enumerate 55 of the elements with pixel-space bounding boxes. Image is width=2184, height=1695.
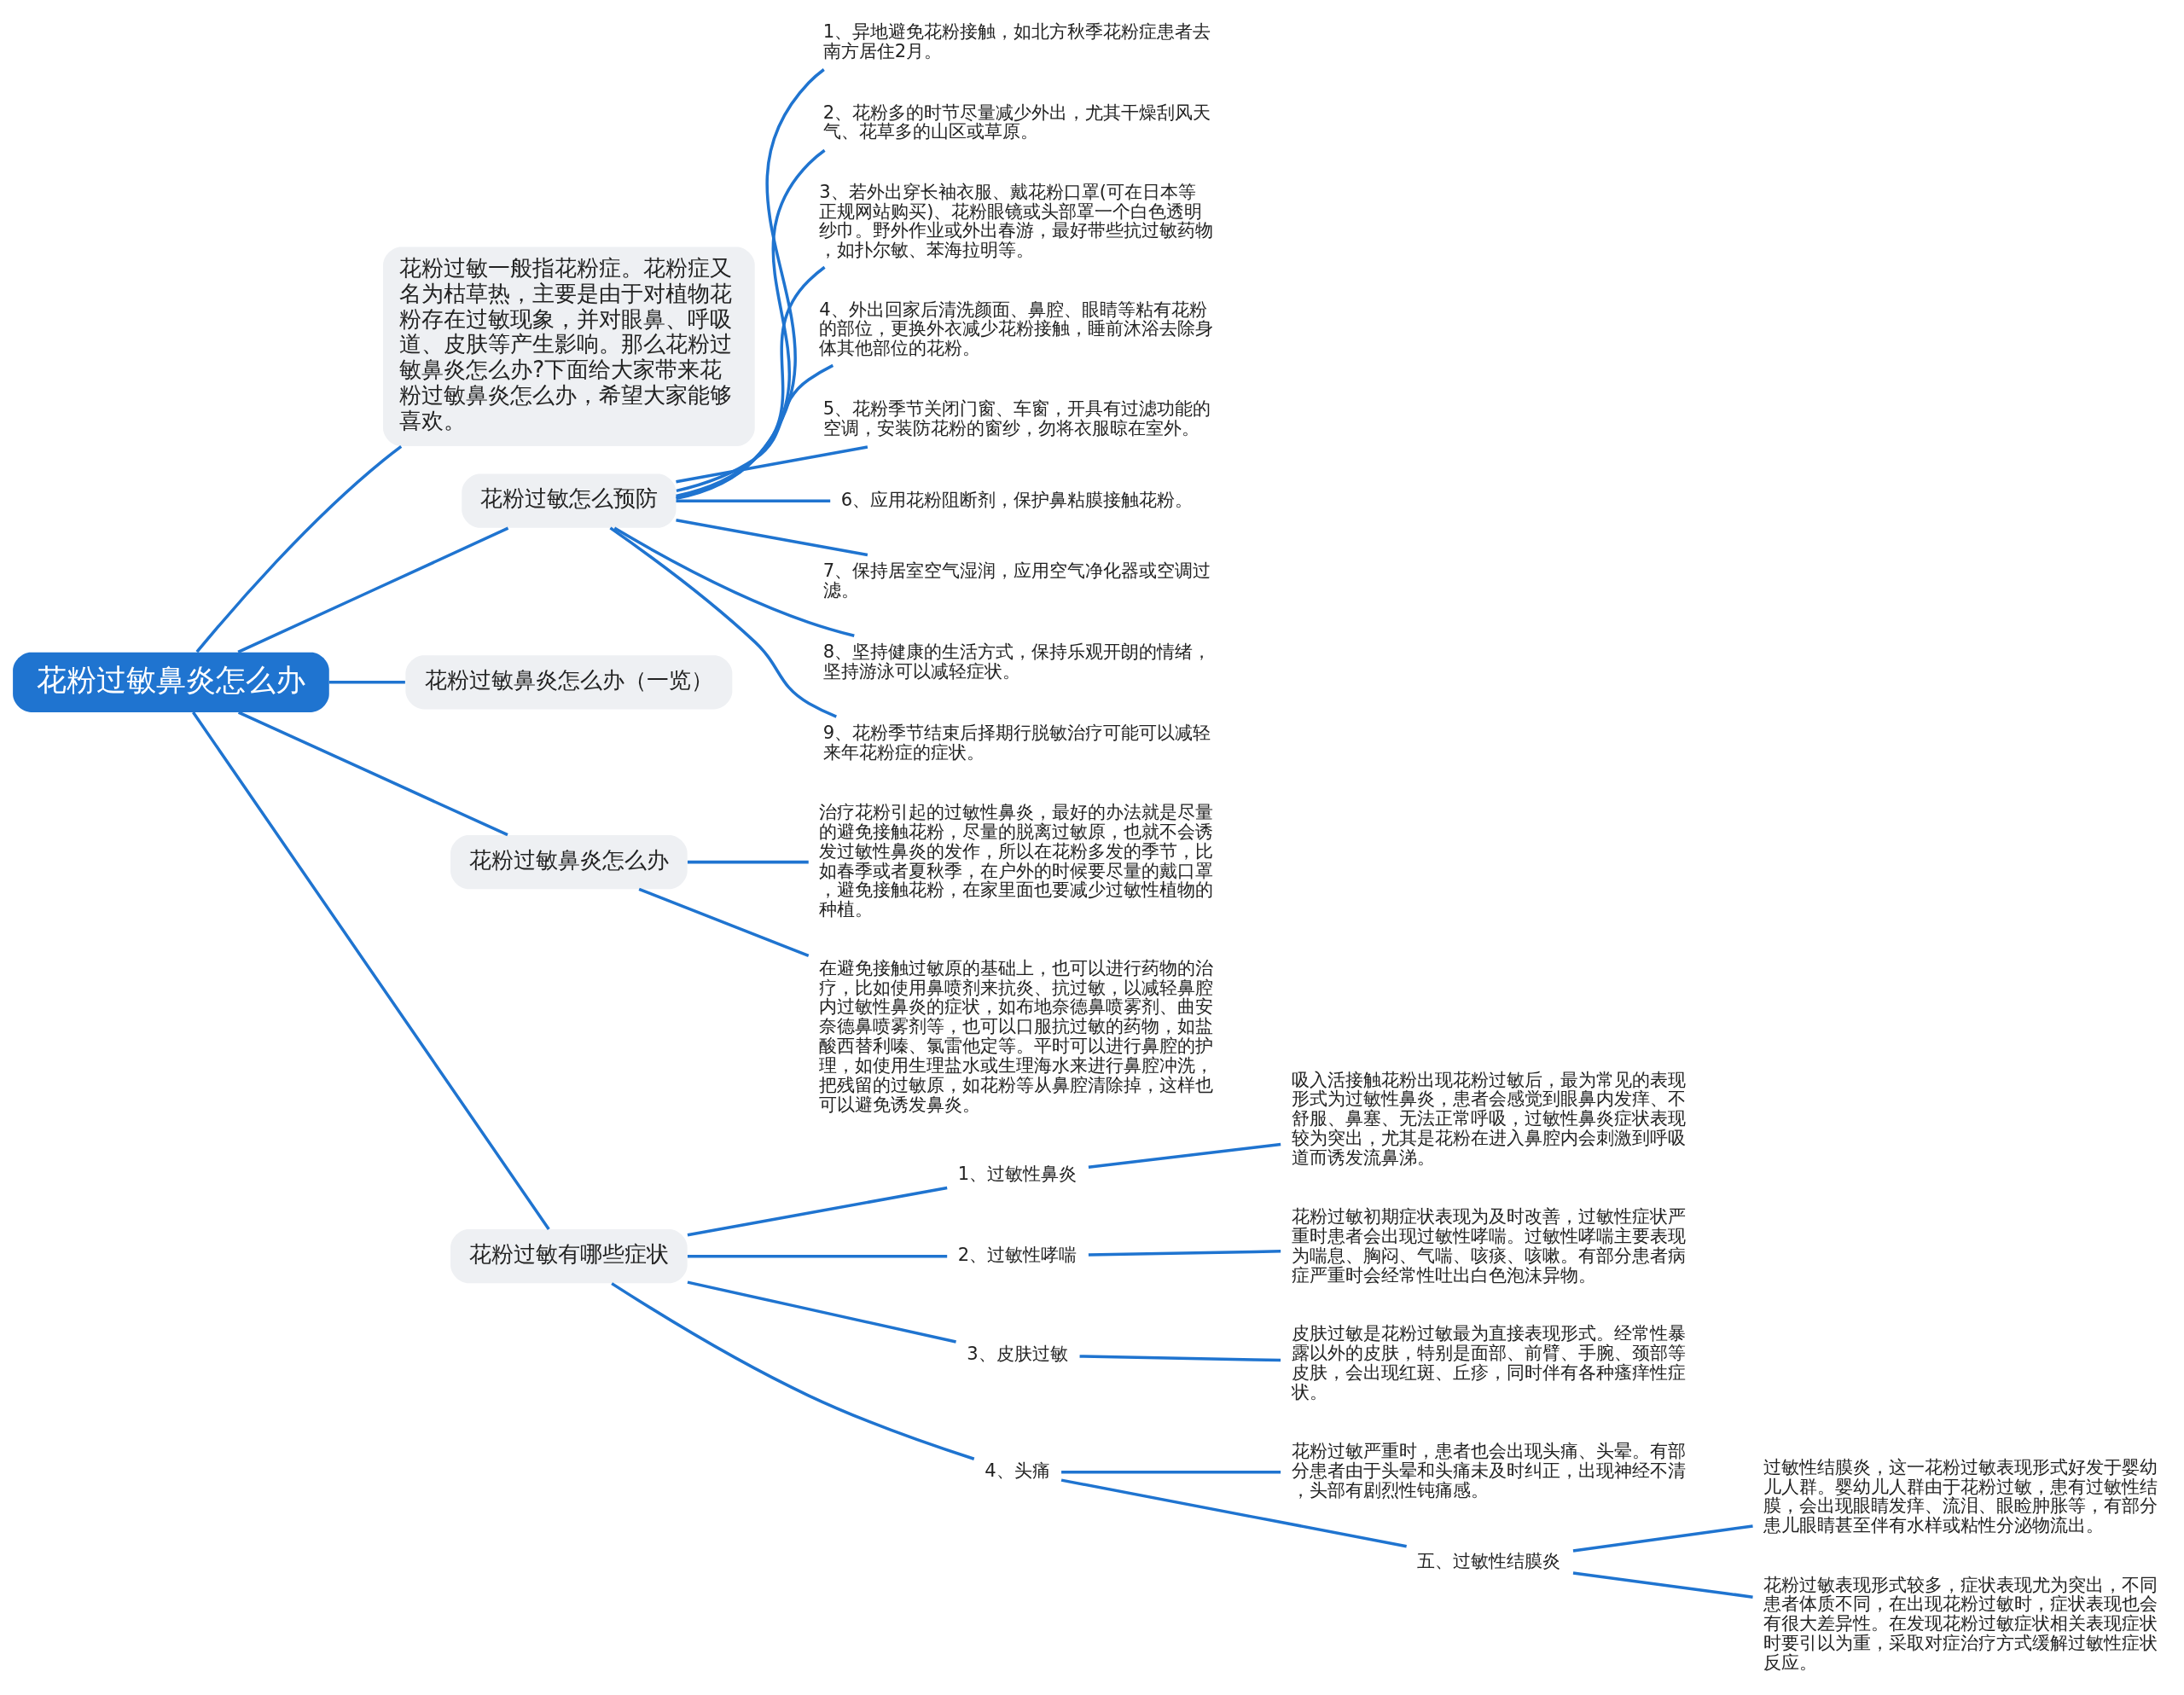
connector [237,526,509,654]
node-box: 花粉过敏鼻炎怎么办 [450,835,688,890]
connector [613,526,855,637]
connector [1088,1250,1281,1257]
node-text: 2、花粉多的时节尽量减少外出，尤其干燥刮风天气、花草多的山区或草原。 [822,101,1211,142]
node-text: 治疗花粉引起的过敏性鼻炎，最好的办法就是尽量的避免接触花粉，尽量的脱离过敏原，也就不会诱发过敏性鼻炎的发作，所以在花粉多发的季节，比如春季或者夏秋季，在户外的时候要尽量的戴口罩，避免接触花粉，在家里面也要减少过敏性植物的种植。 [819,800,1214,920]
connector [1088,1142,1281,1169]
connector [192,711,550,1230]
node-box: 花粉过敏鼻炎怎么办（一览） [405,655,733,710]
node-text: 2、过敏性哮喘 [957,1244,1077,1266]
connector [1061,1470,1281,1474]
node-text: 6、应用花粉阻断剂，保护鼻粘膜接触花粉。 [840,488,1194,510]
node-box: 花粉过敏怎么预防 [462,473,677,528]
connector [687,1186,948,1237]
connector [237,711,508,837]
connector [687,1254,948,1258]
connector [328,681,405,684]
connector [1572,1571,1753,1599]
connector [1079,1355,1281,1362]
node-text: 3、皮肤过敏 [967,1343,1068,1365]
node-text: 花粉过敏表现形式较多，症状表现尤为突出，不同患者体质不同，在出现花粉过敏时，症状表现也会有很大差异性。在发现花粉过敏症状相关表现症状时要引以为重，采取对症治疗方式缓解过敏性症状反应。 [1763,1573,2158,1673]
node-text: 在避免接触过敏原的基础上，也可以进行药物的治疗，比如使用鼻喷剂来抗炎、抗过敏，以减轻鼻腔内过敏性鼻炎的症状，如布地奈德鼻喷雾剂、曲安奈德鼻喷雾剂等，也可以口服抗过敏的药物，如盐酸西替利嗪、氯雷他定等。平时可以进行鼻腔的护理，如使用生理盐水或生理海水来进行鼻腔冲洗，把残留的过敏原，如花粉等从鼻腔清除掉，这样也可以避免诱发鼻炎。 [819,956,1214,1115]
node-text: 4、头痛 [985,1460,1050,1482]
connector [195,444,403,653]
node-text: 花粉过敏初期症状表现为及时改善，过敏性症状严重时患者会出现过敏性哮喘。过敏性哮喘主要表现为喘息、胸闷、气喘、咳痰、咳嗽。有部分患者病症严重时会经常性吐出白色泡沫异物。 [1291,1205,1686,1286]
node-text: 1、异地避免花粉接触，如北方秋季花粉症患者去南方居住2月。 [822,20,1211,61]
node-box: 花粉过敏有哪些症状 [450,1229,688,1284]
connector [676,445,868,484]
connector [609,526,837,718]
node-text: 9、花粉季节结束后择期行脱敏治疗可能可以减轻来年花粉症的症状。 [822,721,1211,763]
connector [676,519,868,557]
node-text: 5、花粉季节关闭门窗、车窗，开具有过滤功能的空调，安装防花粉的窗纱，勿将衣服晾在室外。 [822,398,1211,439]
node-text: 8、坚持健康的生活方式，保持乐观开朗的情绪，坚持游泳可以减轻症状。 [822,641,1211,682]
node-text: 吸入活接触花粉出现花粉过敏后，最为常见的表现形式为过敏性鼻炎，患者会感觉到眼鼻内发痒、不舒服、鼻塞、无法正常呼吸，过敏性鼻炎症状表现较为突出，尤其是花粉在进入鼻腔内会刺激到呼吸道而诱发流鼻涕。 [1291,1068,1686,1168]
connector [676,148,826,500]
node-text: 皮肤过敏是花粉过敏最为直接表现形式。经常性暴露以外的皮肤，特别是面部、前臂、手腕、颈部等皮肤，会出现红斑、丘疹，同时伴有各种瘙痒性症状。 [1291,1322,1686,1402]
connector [1060,1478,1407,1548]
connector [687,1280,956,1344]
connector [676,68,825,501]
connector [676,363,834,493]
connector [1572,1524,1753,1553]
node-box: 花粉过敏鼻炎怎么办 [13,652,329,712]
node-text: 五、过敏性结膜炎 [1417,1549,1561,1571]
connector [676,499,831,502]
node-box: 花粉过敏一般指花粉症。花粉症又名为枯草热，主要是由于对植物花粉存在过敏现象，并对眼鼻、呼吸道、皮肤等产生影响。那么花粉过敏鼻炎怎么办?下面给大家带来花粉过敏鼻炎怎么办，希望大家能够喜欢。 [383,247,755,447]
connector [611,1282,975,1460]
connector [676,265,826,498]
node-text: 4、外出回家后清洗颜面、鼻腔、眼睛等粘有花粉的部位，更换外衣减少花粉接触，睡前沐浴去除身体其他部位的花粉。 [819,298,1214,359]
node-text: 花粉过敏严重时，患者也会出现头痛、头晕。有部分患者由于头晕和头痛未及时纠正，出现神经不清，头部有剧烈性钝痛感。 [1291,1440,1686,1501]
node-text: 1、过敏性鼻炎 [957,1163,1077,1185]
connector [638,887,810,958]
node-text: 过敏性结膜炎，这一花粉过敏表现形式好发于婴幼儿人群。婴幼儿人群由于花粉过敏，患有过敏性结膜，会出现眼睛发痒、流泪、眼睑肿胀等，有部分患儿眼睛甚至伴有水样或粘性分泌物流出。 [1763,1455,2158,1536]
node-text: 7、保持居室空气湿润，应用空气净化器或空调过滤。 [822,560,1211,601]
node-text: 3、若外出穿长袖衣服、戴花粉口罩(可在日本等正规网站购买)、花粉眼镜或头部罩一个白色透明纱巾。野外作业或外出春游，最好带些抗过敏药物，如扑尔敏、苯海拉明等。 [819,180,1214,261]
connector [687,860,809,864]
